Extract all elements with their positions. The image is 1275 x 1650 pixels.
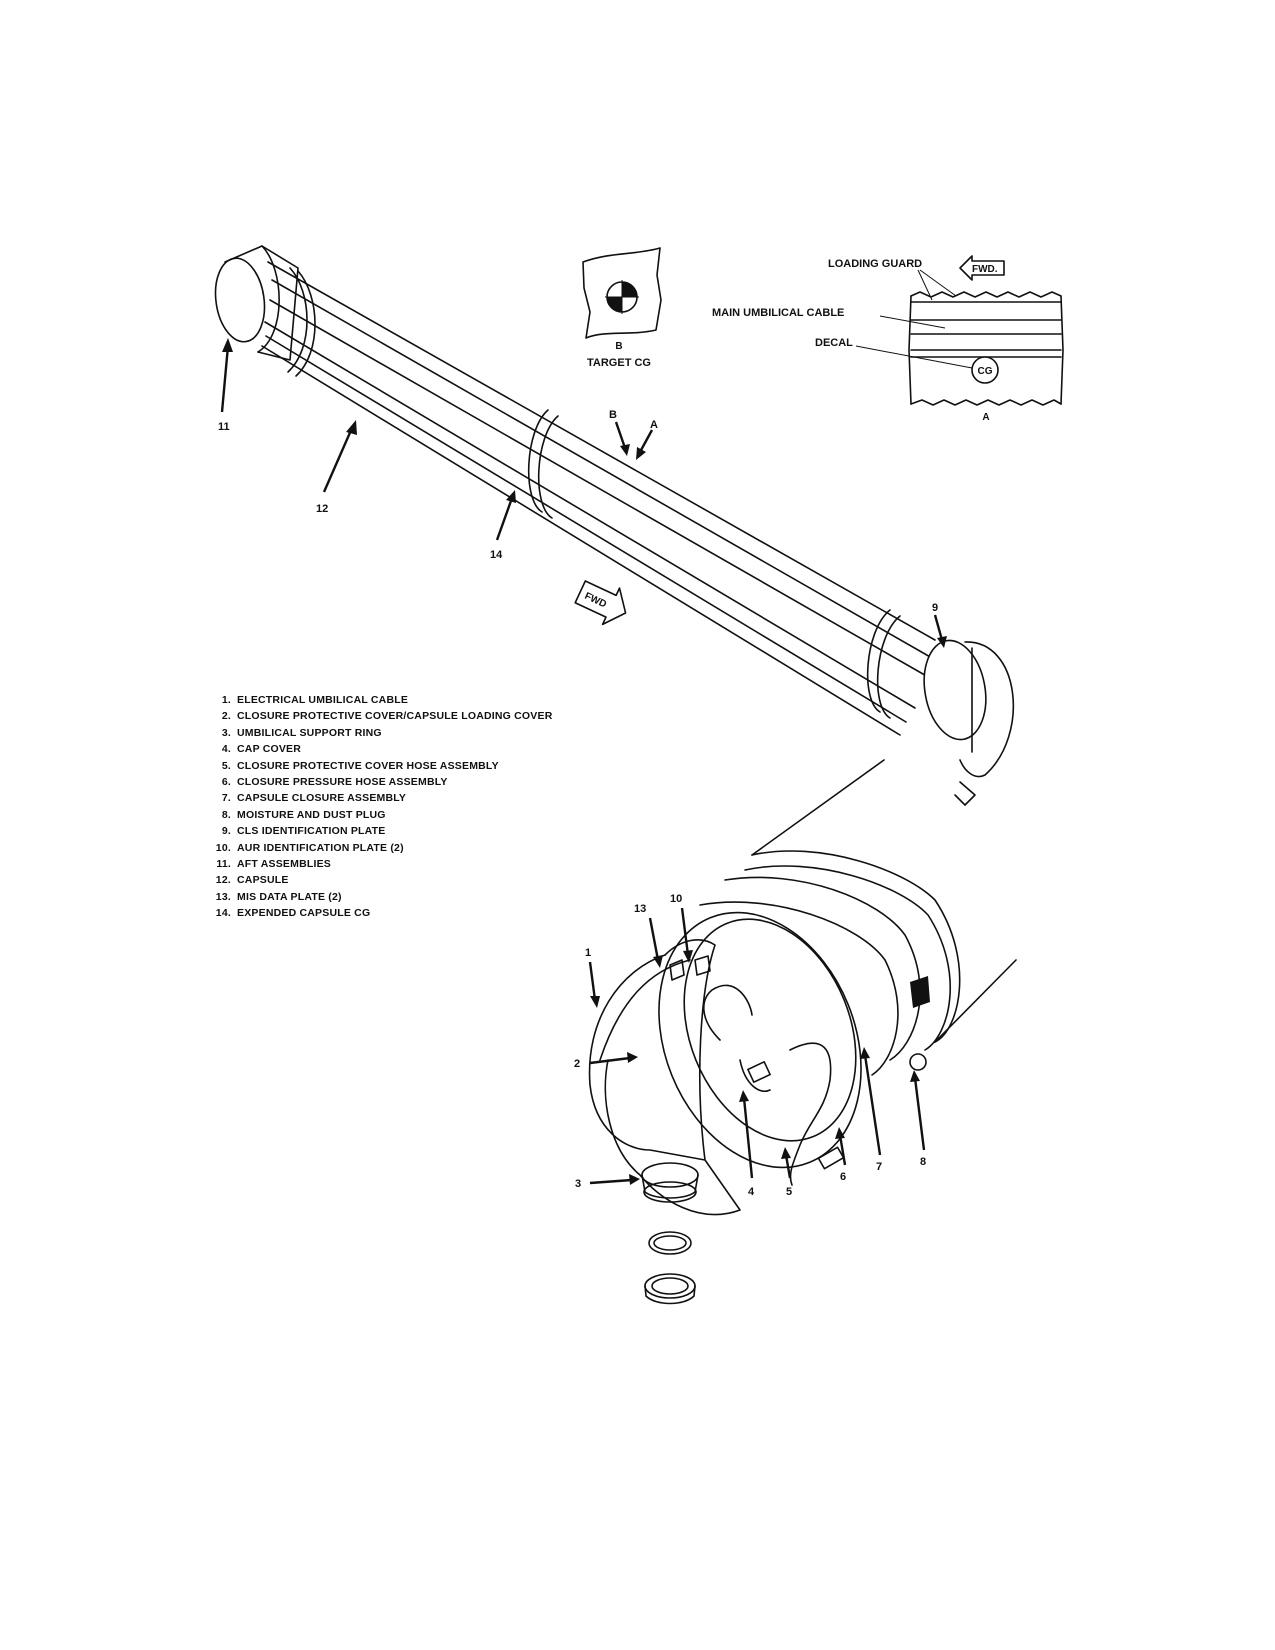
legend-item: 6.CLOSURE PRESSURE HOSE ASSEMBLY xyxy=(221,775,448,788)
legend-item: 1.ELECTRICAL UMBILICAL CABLE xyxy=(221,694,409,706)
moisture-dust-plug-icon xyxy=(644,1273,696,1305)
main-fwd-arrow-icon: FWD xyxy=(574,580,627,626)
legend-text: AUR IDENTIFICATION PLATE (2) xyxy=(237,841,404,854)
detail-callouts: 1 2 3 4 5 6 7 8 10 13 xyxy=(574,893,926,1198)
callout-11: 11 xyxy=(218,421,230,433)
inset-a-fwd-label: FWD. xyxy=(972,264,998,275)
inset-b-letter: B xyxy=(615,341,622,352)
parts-legend: 1.ELECTRICAL UMBILICAL CABLE 2.CLOSURE P… xyxy=(209,692,569,921)
callout-4: 4 xyxy=(748,1186,755,1198)
inset-a-letter: A xyxy=(982,412,989,423)
legend-text: ELECTRICAL UMBILICAL CABLE xyxy=(237,694,409,706)
legend-item: 9.CLS IDENTIFICATION PLATE xyxy=(221,825,386,838)
legend-text: MIS DATA PLATE (2) xyxy=(237,890,342,903)
legend-text: AFT ASSEMBLIES xyxy=(237,857,331,870)
legend-text: EXPENDED CAPSULE CG xyxy=(237,907,371,920)
legend-item: 12.CAPSULE xyxy=(215,874,289,887)
legend-text: MOISTURE AND DUST PLUG xyxy=(237,808,386,821)
legend-item: 2.CLOSURE PROTECTIVE COVER/CAPSULE LOADI… xyxy=(221,710,553,723)
legend-item: 4.CAP COVER xyxy=(221,743,302,756)
loading-guard-label: LOADING GUARD xyxy=(828,258,922,270)
legend-text: CLOSURE PRESSURE HOSE ASSEMBLY xyxy=(237,775,448,788)
legend-text: CAP COVER xyxy=(237,743,302,756)
callout-7: 7 xyxy=(876,1161,882,1173)
callout-a: A xyxy=(650,419,658,431)
callout-b: B xyxy=(609,409,617,421)
main-callouts: 11 12 14 B A 9 xyxy=(218,338,947,648)
legend-text: CLOSURE PROTECTIVE COVER HOSE ASSEMBLY xyxy=(237,759,499,772)
main-umbilical-cable-label: MAIN UMBILICAL CABLE xyxy=(712,307,844,319)
decal-label: DECAL xyxy=(815,337,853,349)
inset-b-target-cg: B TARGET CG xyxy=(582,247,662,369)
cap-cover-icon xyxy=(648,1231,692,1255)
cg-decal-icon xyxy=(971,356,999,384)
callout-8: 8 xyxy=(920,1156,926,1168)
aft-end-detail-view xyxy=(588,759,1017,1305)
decal-cg-mark: CG xyxy=(978,366,993,377)
capsule-main-view xyxy=(214,245,1015,806)
legend-item: 11.AFT ASSEMBLIES xyxy=(216,857,331,870)
legend-item: 3.UMBILICAL SUPPORT RING xyxy=(221,726,382,739)
umbilical-support-ring-icon xyxy=(641,1162,699,1203)
legend-text: CLS IDENTIFICATION PLATE xyxy=(237,825,386,838)
legend-text: CAPSULE CLOSURE ASSEMBLY xyxy=(237,792,407,805)
legend-item: 10.AUR IDENTIFICATION PLATE (2) xyxy=(215,841,404,854)
legend-text: CLOSURE PROTECTIVE COVER/CAPSULE LOADING… xyxy=(237,710,553,723)
legend-item: 14.EXPENDED CAPSULE CG xyxy=(215,907,371,920)
callout-2: 2 xyxy=(574,1058,580,1070)
callout-14: 14 xyxy=(490,549,503,561)
inset-a-decal-detail: CG LOADING GUARD MAIN UMBILICAL CABLE DE… xyxy=(712,255,1064,423)
legend-text: CAPSULE xyxy=(237,874,289,887)
callout-13: 13 xyxy=(634,903,646,915)
legend-item: 13.MIS DATA PLATE (2) xyxy=(215,890,342,903)
callout-12: 12 xyxy=(316,503,328,515)
legend-text: UMBILICAL SUPPORT RING xyxy=(237,726,382,739)
legend-item: 7.CAPSULE CLOSURE ASSEMBLY xyxy=(221,792,407,805)
legend-item: 5.CLOSURE PROTECTIVE COVER HOSE ASSEMBLY xyxy=(221,759,499,772)
legend-item: 8.MOISTURE AND DUST PLUG xyxy=(221,808,386,821)
fwd-arrow-icon: FWD. xyxy=(959,255,1005,281)
callout-10: 10 xyxy=(670,893,682,905)
callout-1: 1 xyxy=(585,947,591,959)
callout-6: 6 xyxy=(840,1171,846,1183)
inset-b-caption: TARGET CG xyxy=(587,357,651,369)
callout-9: 9 xyxy=(932,602,938,614)
callout-3: 3 xyxy=(575,1178,581,1190)
callout-5: 5 xyxy=(786,1186,792,1198)
cg-target-symbol-icon xyxy=(605,280,639,314)
